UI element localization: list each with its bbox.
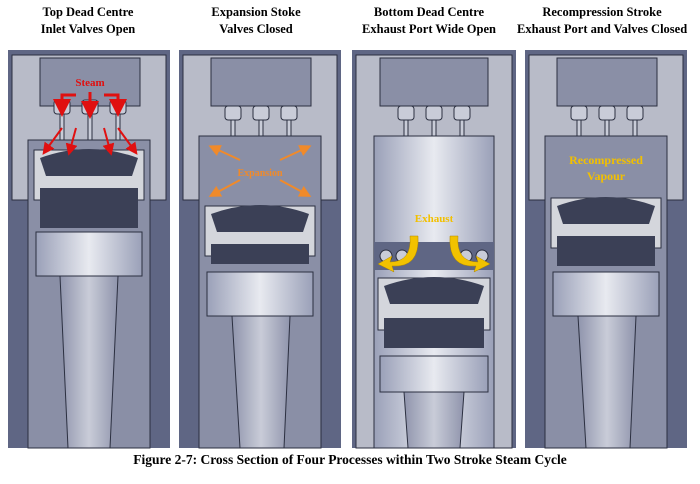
panel-3-title-line1: Bottom Dead Centre: [373, 5, 485, 19]
panel-3-exhaust-label: Exhaust: [415, 213, 454, 225]
panel-4-title: Recompression Stroke Exhaust Port and Va…: [517, 4, 687, 38]
panel-2-expansion-arrows: [208, 145, 312, 197]
panel-1-title-line1: Top Dead Centre: [42, 5, 134, 19]
panel-4-recompressed-label-line1: Recompressed: [569, 153, 643, 167]
panel-2-wrist-pin: [206, 271, 314, 317]
panel-2-title: Expansion Stoke Valves Closed: [171, 4, 341, 38]
panel-1-title: Top Dead Centre Inlet Valves Open: [3, 4, 173, 38]
panel-3-wrist-pin: [379, 355, 489, 393]
panel-3-title: Bottom Dead Centre Exhaust Port Wide Ope…: [344, 4, 514, 38]
panel-3-title-line2: Exhaust Port Wide Open: [362, 22, 496, 36]
cross-section-diagram: Steam Expansion: [8, 50, 687, 449]
panel-4-connecting-rod: [577, 315, 637, 449]
panel-3-bottom-dead-centre: Exhaust: [352, 50, 516, 449]
panel-1-title-line2: Inlet Valves Open: [40, 22, 136, 36]
panel-4-valves: [570, 105, 644, 137]
panel-2-expansion-label: Expansion: [237, 168, 282, 179]
panel-2-expansion-stroke: Expansion: [179, 50, 341, 449]
panel-1-connecting-rod: [59, 275, 119, 449]
panel-4-recompression-stroke: Recompressed Vapour: [525, 50, 687, 449]
panel-2-title-line2: Valves Closed: [219, 22, 293, 36]
panel-4-recompressed-label-line2: Vapour: [587, 169, 626, 183]
panel-4-title-line2: Exhaust Port and Valves Closed: [517, 22, 688, 36]
panel-1-steam-arrows: [42, 92, 138, 156]
panel-2-cylinder-head: [210, 57, 312, 107]
panel-4-cylinder-head: [556, 57, 658, 107]
panel-3-cylinder-head: [379, 57, 489, 107]
panel-4-wrist-pin: [552, 271, 660, 317]
panel-2-title-line1: Expansion Stoke: [211, 5, 301, 19]
panel-4-title-line1: Recompression Stroke: [542, 5, 662, 19]
figure-caption: Figure 2-7: Cross Section of Four Proces…: [133, 452, 567, 467]
panel-1-wrist-pin: [35, 231, 143, 277]
panel-2-valves: [224, 105, 298, 137]
panel-1-top-dead-centre: Steam: [8, 50, 170, 449]
panel-3-exhaust-arrows: [377, 235, 491, 273]
panel-3-connecting-rod: [403, 391, 465, 449]
panel-1-steam-label: Steam: [75, 77, 104, 89]
panel-2-connecting-rod: [231, 315, 291, 449]
